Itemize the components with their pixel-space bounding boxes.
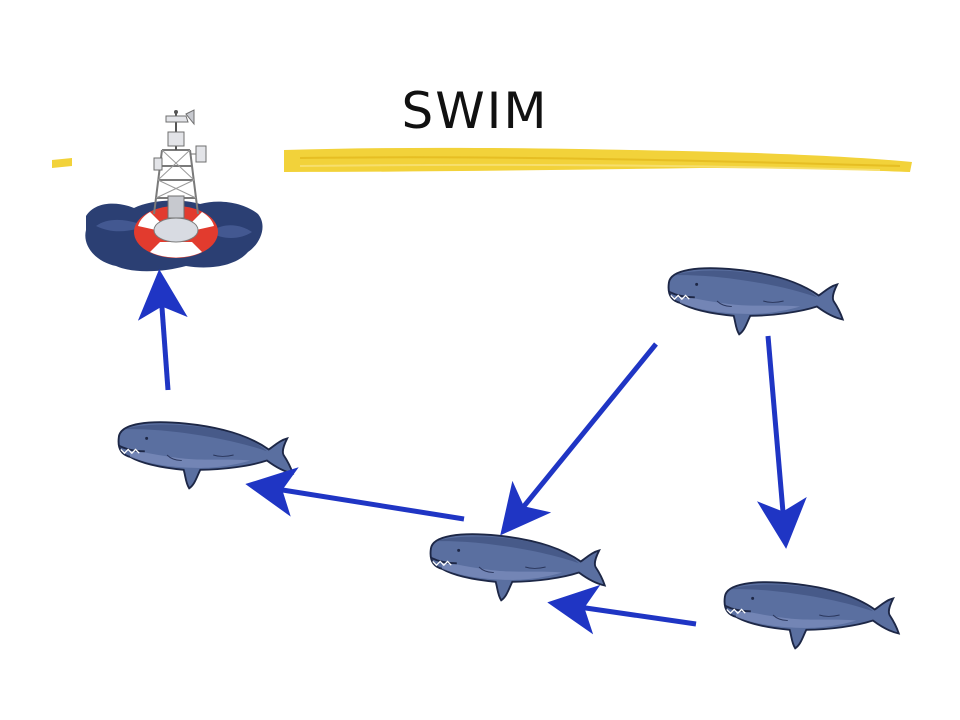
whale-left (117, 421, 294, 490)
swim-arrows (137, 269, 807, 635)
whale-bottom-right (723, 581, 900, 650)
whale-middle (429, 533, 606, 602)
arrow-top-right-to-middle (500, 342, 658, 536)
arrow-whale-left-to-buoy (137, 269, 188, 391)
sperm-whale-icon (429, 533, 606, 602)
whale-top-right (667, 267, 844, 336)
title-underline-highlight (52, 147, 912, 172)
arrow-bottom-right-to-middle (547, 584, 697, 635)
arrow-middle-to-left (245, 467, 465, 522)
weather-buoy-icon (85, 109, 263, 272)
slide-title: SWIM (401, 82, 549, 140)
sperm-whale-icon (723, 581, 900, 650)
arrow-top-right-to-bottom-right (756, 335, 807, 549)
sperm-whale-icon (117, 421, 294, 490)
sperm-whale-icon (667, 267, 844, 336)
